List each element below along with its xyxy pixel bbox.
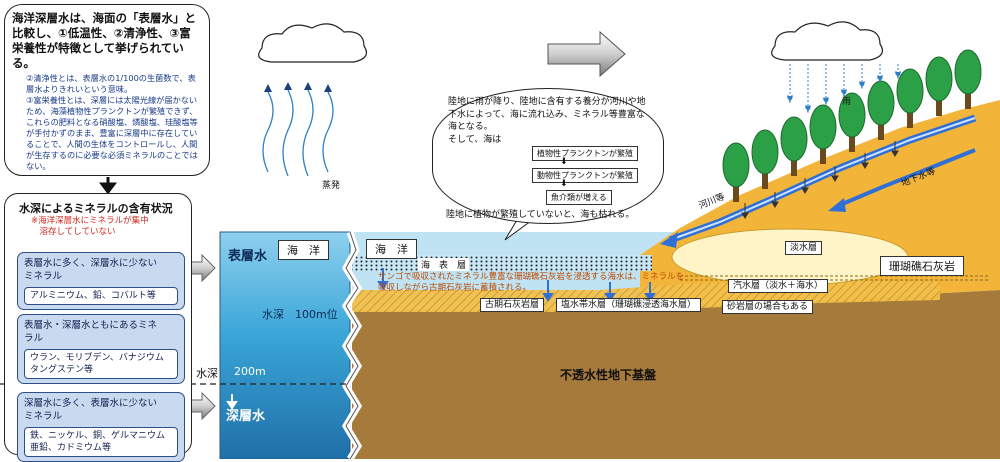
- surface-water-label: 表層水: [228, 249, 268, 264]
- coral-limestone-label: 珊瑚礁石灰岩: [880, 256, 964, 276]
- coral-note: サンゴで吸収されたミネラル豊富な珊瑚礁石灰岩を浸透する海水は、ミネラルを吸収しな…: [378, 272, 685, 293]
- mineral-group-items: アルミニウム、鉛、コバルト等: [24, 287, 178, 305]
- intro-headline: 海洋深層水は、海面の「表層水」と比較し、①低温性、②清浄性、③富栄養性が特徴とし…: [12, 11, 196, 70]
- chain-arrow-2: ⬇: [560, 179, 568, 189]
- connector-arrow: [99, 177, 117, 195]
- mineral-group-both: 表層水・深層水ともにあるミネ ラル ウラン、モリブデン、バナジウム タングステン…: [17, 314, 185, 384]
- saltwater-aquifer-label: 塩水帯水層（珊瑚礁浸透海水層）: [556, 298, 702, 312]
- intro-detail: ②清浄性とは、表層水の1/100の生菌数で、表層水よりきれいという意味。 ③富栄…: [26, 73, 198, 171]
- mineral-group-label: 深層水に多く、表層水に少ない ミネラル: [24, 398, 158, 422]
- evaporation-label: 蒸発: [322, 181, 341, 191]
- chain-step-2: 動物性プランクトンが繁殖: [532, 168, 638, 183]
- mineral-group-surface: 表層水に多く、深層水に少ない ミネラル アルミニウム、鉛、コバルト等: [17, 252, 185, 310]
- brackish-label: 汽水層（淡水＋海水）: [728, 279, 829, 293]
- deep-water-label: 深層水: [226, 409, 266, 424]
- rain-arrows: [786, 64, 902, 114]
- mineral-group-deep: 深層水に多く、表層水に少ない ミネラル 鉄、ニッケル、銅、ゲルマニウム 亜鉛、カ…: [17, 392, 185, 462]
- flow-arrow-big: [547, 30, 626, 78]
- mineral-pointer-arrows: [189, 253, 216, 421]
- chain-step-3: 魚介類が増える: [546, 190, 612, 205]
- section-break-outline: [345, 231, 359, 459]
- old-limestone-label: 古期石灰岩層: [480, 298, 545, 312]
- depth-arrows: [226, 394, 238, 410]
- sand-clay-label: 砂岩層の場合もある: [722, 300, 814, 314]
- cloud-right: [771, 21, 883, 61]
- freshwater-lens: [671, 228, 909, 286]
- trees: [722, 49, 982, 202]
- ocean-label-left: 海 洋: [278, 240, 329, 260]
- chain-arrow-1: ⬇: [560, 157, 568, 167]
- mineral-panel-note: ※海洋深層水にミネラルが集中 溶存してしていない: [31, 216, 149, 237]
- center-note-text-2: 陸地に植物が繁殖していないと、海も枯れる。: [446, 210, 635, 220]
- depth-200-label: 200m: [234, 365, 266, 378]
- seepage-arrows: [741, 141, 899, 219]
- center-note-text-1: 陸地に雨が降り、陸地に含有する養分が河川や地下水によって、海に流れ込み、ミネラル…: [448, 97, 646, 145]
- ocean-label-right: 海 洋: [366, 239, 417, 259]
- freshwater-label: 淡水層: [785, 241, 823, 255]
- evaporation-arrow-heads: [264, 82, 332, 92]
- infiltration-arrows: [377, 268, 656, 302]
- cloud-left: [258, 23, 367, 63]
- rain-label: 雨: [842, 97, 852, 107]
- groundwater-arrow: [839, 148, 976, 207]
- intro-bubble: 海洋深層水は、海面の「表層水」と比較し、①低温性、②清浄性、③富栄養性が特徴とし…: [4, 4, 210, 176]
- surface-layer-label: 海 表 層: [418, 258, 470, 271]
- mineral-group-label: 表層水に多く、深層水に少ない ミネラル: [24, 258, 158, 282]
- mineral-group-items: 鉄、ニッケル、銅、ゲルマニウム 亜鉛、カドミウム等: [24, 427, 178, 457]
- evaporation-arrows: [262, 89, 334, 177]
- groundwater-arrow-head: [828, 198, 846, 212]
- chain-step-1: 植物性プランクトンが繁殖: [532, 146, 638, 161]
- river-arrow-head: [660, 232, 678, 248]
- depth-label: 水深: [196, 367, 218, 380]
- mineral-group-label: 表層水・深層水ともにあるミネ ラル: [24, 320, 158, 344]
- bedrock-layer: [352, 290, 1000, 459]
- mineral-panel: 水深によるミネラルの含有状況 ※海洋深層水にミネラルが集中 溶存してしていない …: [4, 193, 192, 462]
- mineral-panel-title: 水深によるミネラルの含有状況: [19, 202, 173, 215]
- depth-100-label: 水深 100m位: [262, 308, 338, 321]
- mineral-group-items: ウラン、モリブデン、バナジウム タングステン等: [24, 349, 178, 379]
- left-ocean-block: [219, 231, 351, 459]
- bedrock-label: 不透水性地下基盤: [560, 368, 657, 382]
